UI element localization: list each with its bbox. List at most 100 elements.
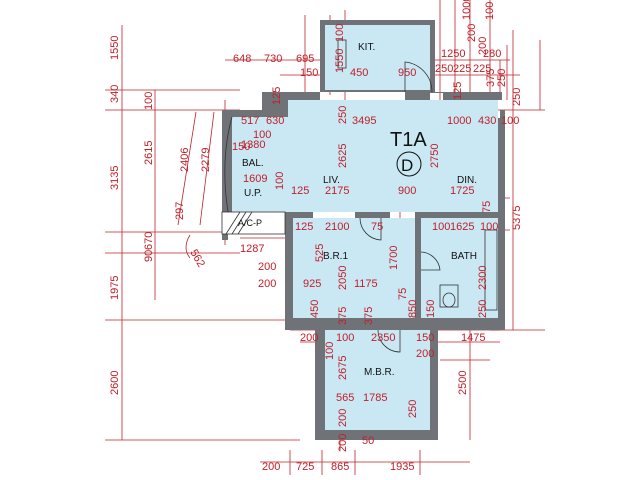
top-dimensions: 648 730 695 150 1550 100 450 950 250 225… [233, 2, 496, 105]
dim-text: 250 [496, 69, 508, 87]
dim-text: 100 [501, 115, 519, 127]
dim-text: 150 [300, 67, 318, 79]
dim-text: 730 [264, 53, 282, 65]
dim-text: 100 [336, 332, 354, 344]
dim-text: 2279 [200, 148, 212, 172]
dim-text: 850 [407, 300, 419, 318]
dim-text: 250 [407, 400, 419, 418]
dim-text: 2675 [337, 356, 349, 380]
dim-text: 75 [397, 288, 409, 300]
dim-text: 75 [481, 201, 493, 213]
dim-text: 1935 [390, 461, 414, 473]
dim-text: 2406 [179, 148, 191, 172]
dim-text: 280 [483, 48, 501, 60]
dim-text: 1625 [450, 221, 474, 233]
dim-text: 100 [480, 221, 498, 233]
dim-text: 1475 [461, 332, 485, 344]
dim-text: 50 [362, 435, 374, 447]
dim-text: 865 [331, 461, 349, 473]
dim-text: 225 [473, 63, 491, 75]
dim-text: 1175 [354, 278, 378, 290]
dim-text: 125 [291, 185, 309, 197]
dim-text: 725 [296, 461, 314, 473]
dim-text: 450 [350, 67, 368, 79]
dim-text: 1725 [450, 185, 474, 197]
dim-text: 1000 [447, 115, 471, 127]
dim-text: 2350 [371, 332, 395, 344]
left-dimensions: 1550 340 100 2615 3135 2406 2279 297 670… [109, 36, 212, 395]
dim-text: 517 [241, 115, 259, 127]
dim-text: 1609 [243, 173, 267, 185]
dim-text: 562 [187, 248, 207, 270]
dim-text: 3495 [352, 115, 376, 127]
dim-text: 1550 [109, 36, 121, 60]
kitchen-counter [337, 39, 347, 69]
dim-text: 2600 [109, 371, 121, 395]
dim-text: 200 [258, 261, 276, 273]
unit-type-circle [396, 151, 422, 177]
dim-text: 200 [337, 434, 349, 452]
dim-text: 1700 [388, 246, 400, 270]
dim-text: 250 [435, 63, 453, 75]
dim-text: 648 [233, 53, 251, 65]
dim-text: 100 [324, 342, 336, 360]
dim-text: 150 [416, 332, 434, 344]
dim-text: 200 [262, 461, 280, 473]
unit-type: D [401, 156, 413, 175]
room-label-living: LIV. [323, 175, 340, 186]
dim-text: 450 [309, 300, 321, 318]
dim-text: 375 [485, 69, 497, 87]
dim-text: 1000 [461, 0, 473, 20]
dim-text: 1380 [241, 139, 265, 151]
room-label-utility: U.P. [244, 188, 262, 199]
dim-text: 2625 [337, 144, 349, 168]
room-label-kitchen: KIT. [358, 42, 375, 53]
dim-text: 375 [337, 307, 349, 325]
door-swings [359, 61, 441, 353]
room-label-dining: DIN. [457, 175, 477, 186]
dim-text: 90 [143, 250, 155, 262]
dim-text: 100 [143, 92, 155, 110]
dim-text: 950 [398, 67, 416, 79]
ac-platform-hatch [221, 211, 286, 235]
dim-text: 2500 [457, 371, 469, 395]
unit-label: T1A [390, 129, 427, 151]
dim-text: 1250 [441, 48, 465, 60]
dim-text: 200 [300, 332, 318, 344]
dim-text: 297 [174, 202, 186, 220]
dim-text: 525 [314, 244, 326, 262]
room-label-master-bedroom: M.B.R. [364, 367, 395, 378]
dim-text: 150 [232, 141, 250, 153]
dim-text: 900 [398, 185, 416, 197]
bottom-dimensions: 200 725 865 1935 [262, 461, 414, 473]
dim-text: 75 [371, 221, 383, 233]
dim-text: 340 [109, 85, 121, 103]
dim-text: 1785 [363, 392, 387, 404]
dim-text: 2615 [143, 141, 155, 165]
balcony-glass-edge [224, 116, 233, 213]
dim-text: 100 [253, 129, 271, 141]
bath-fixtures [439, 229, 498, 311]
dim-text: 200 [258, 278, 276, 290]
dim-text: 3135 [109, 166, 121, 190]
dim-text: 225 [453, 63, 471, 75]
dim-text: 695 [296, 53, 314, 65]
dim-text: 5375 [511, 206, 523, 230]
dim-text: 125 [295, 221, 313, 233]
dim-text: 250 [511, 88, 523, 106]
room-labels: KIT. LIV. DIN. BAL. U.P. A/C-P B.R.1 BAT… [238, 42, 477, 378]
dim-text: 1287 [240, 243, 264, 255]
dim-text: 200 [416, 348, 434, 360]
dim-text: 200 [477, 37, 489, 55]
dim-text: 200 [466, 24, 478, 42]
dim-text: 100 [274, 172, 286, 190]
dim-text: 125 [271, 87, 283, 105]
dim-text: 1975 [109, 276, 121, 300]
dim-text: 2175 [325, 185, 349, 197]
dim-text: 565 [336, 392, 354, 404]
dim-text: 1550 [334, 49, 346, 73]
room-label-bath: BATH [451, 251, 477, 262]
dim-text: 375 [363, 307, 375, 325]
room-label-ac-platform: A/C-P [238, 218, 262, 228]
dim-text: 430 [478, 115, 496, 127]
